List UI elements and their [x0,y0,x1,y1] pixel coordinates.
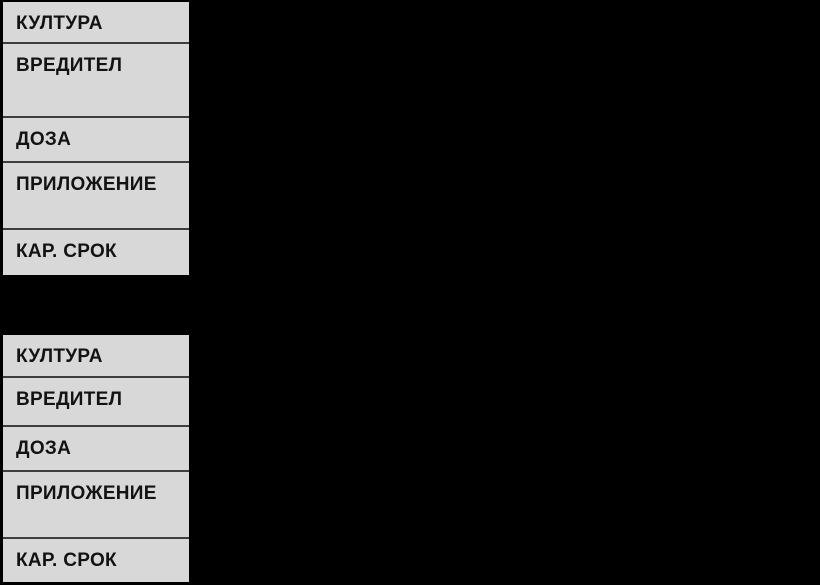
header-label-vreditel: ВРЕДИТЕЛ [16,55,123,76]
header-cell-prilozhenie: ПРИЛОЖЕНИЕ [3,472,189,539]
label-column-top: КУЛТУРА ВРЕДИТЕЛ ДОЗА ПРИЛОЖЕНИЕ КАР. СР… [3,2,189,275]
header-cell-doza: ДОЗА [3,118,189,163]
header-cell-kultura: КУЛТУРА [3,2,189,44]
header-label-kultura: КУЛТУРА [16,346,103,367]
header-cell-doza: ДОЗА [3,427,189,472]
header-cell-kar-srok: КАР. СРОК [3,230,189,275]
header-label-vreditel: ВРЕДИТЕЛ [16,389,123,410]
header-label-kar-srok: КАР. СРОК [16,241,117,262]
header-label-doza: ДОЗА [16,129,72,150]
header-cell-vreditel: ВРЕДИТЕЛ [3,378,189,427]
header-cell-kar-srok: КАР. СРОК [3,539,189,582]
label-column-bottom: КУЛТУРА ВРЕДИТЕЛ ДОЗА ПРИЛОЖЕНИЕ КАР. СР… [3,335,189,582]
header-label-kar-srok: КАР. СРОК [16,550,117,571]
header-label-doza: ДОЗА [16,438,72,459]
header-label-kultura: КУЛТУРА [16,13,103,34]
header-label-prilozhenie: ПРИЛОЖЕНИЕ [16,174,157,195]
header-label-prilozhenie: ПРИЛОЖЕНИЕ [16,483,157,504]
header-cell-prilozhenie: ПРИЛОЖЕНИЕ [3,163,189,230]
header-cell-vreditel: ВРЕДИТЕЛ [3,44,189,118]
header-cell-kultura: КУЛТУРА [3,335,189,378]
